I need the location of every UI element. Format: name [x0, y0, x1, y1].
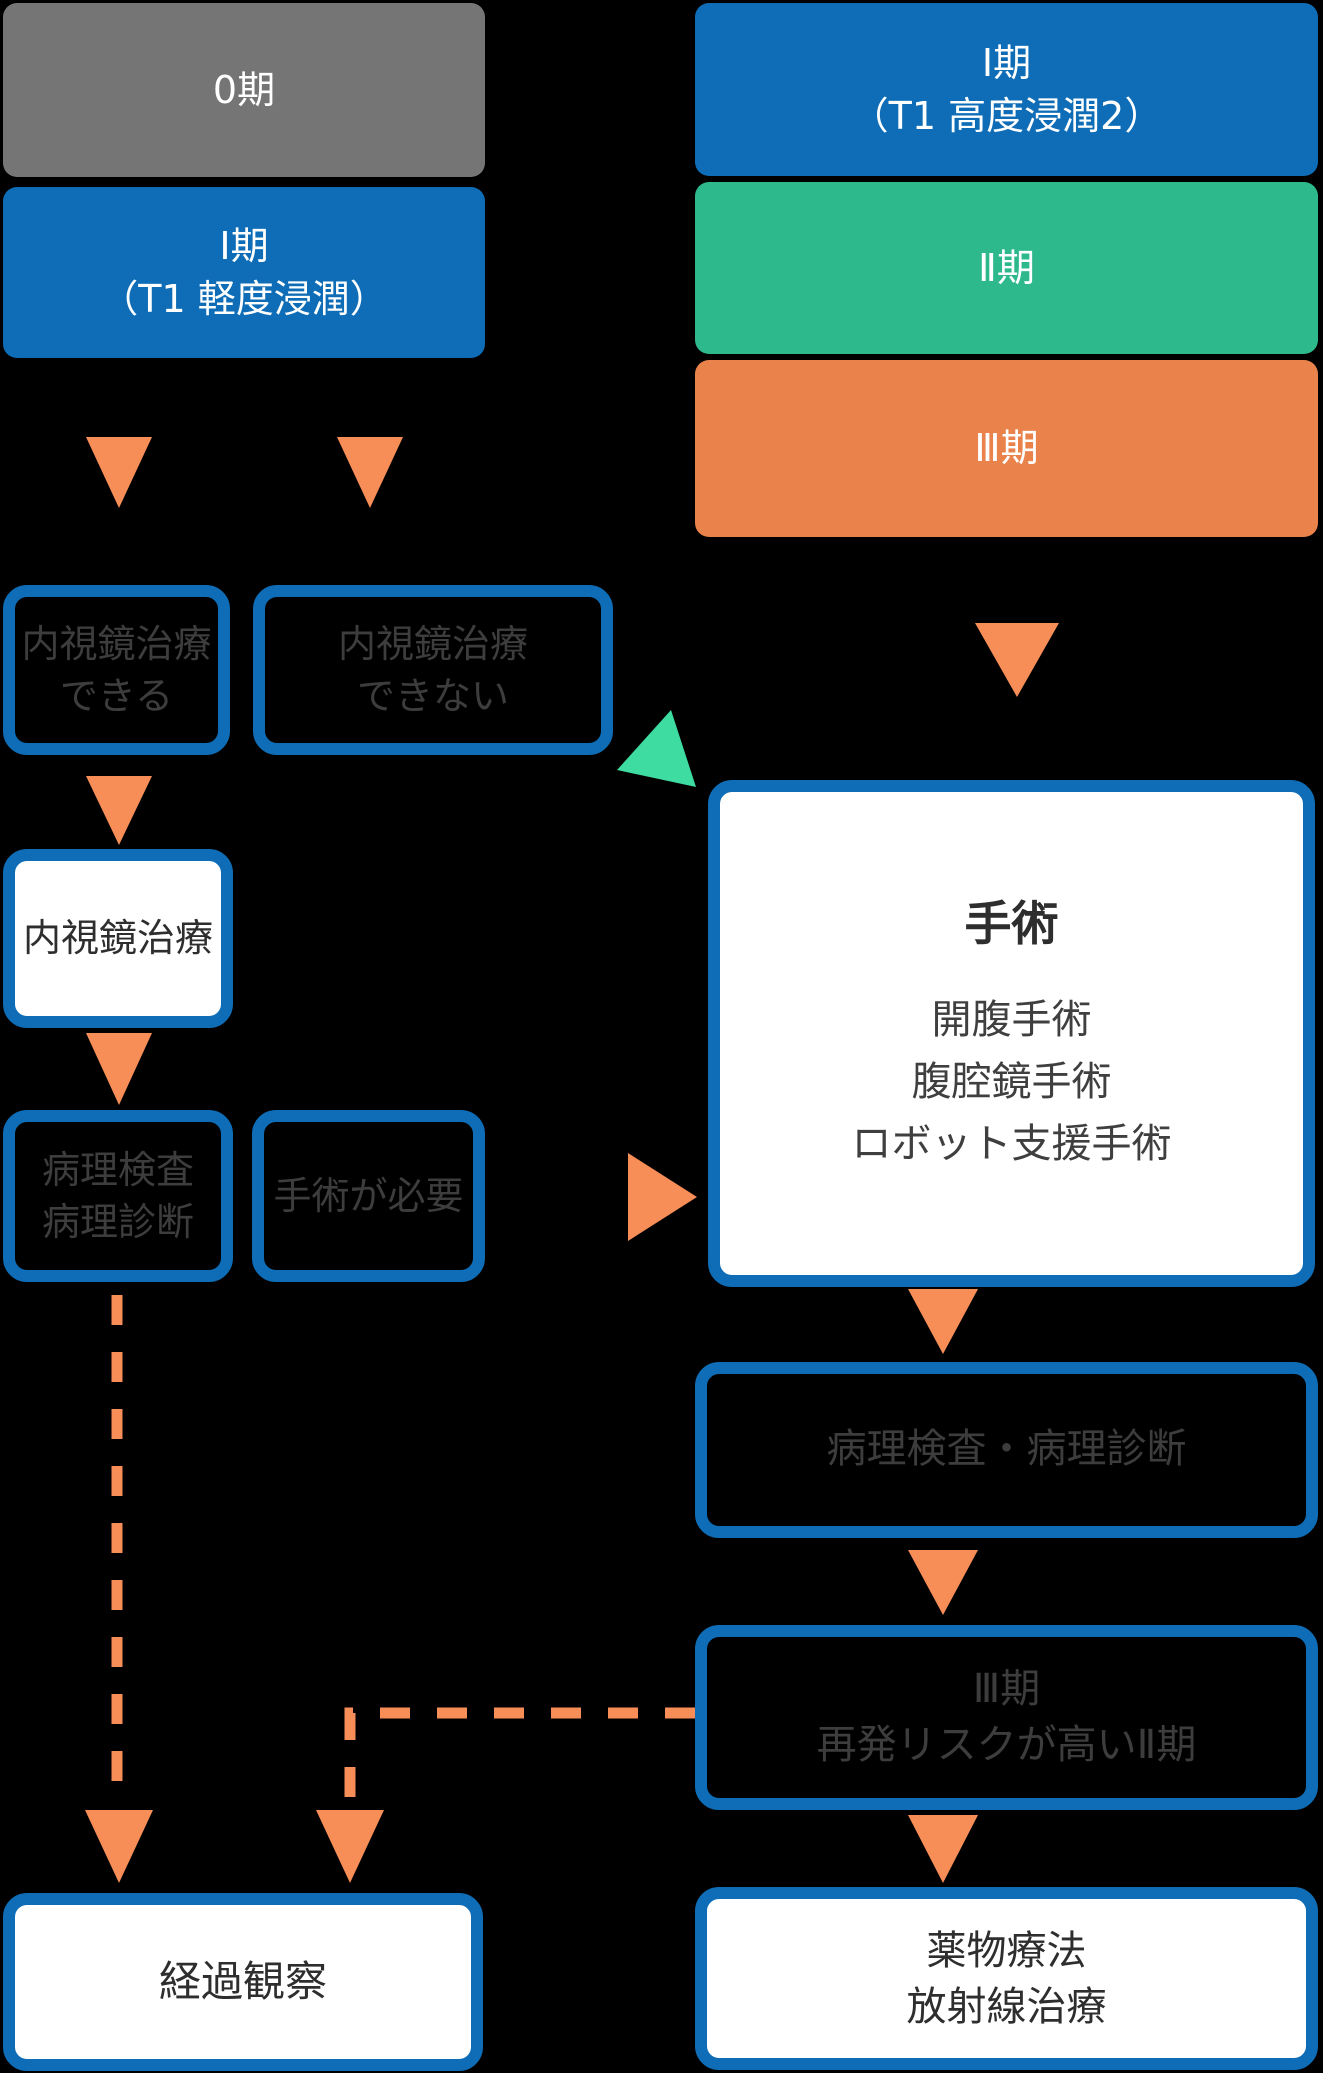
stage-3-label: Ⅲ期	[974, 426, 1039, 471]
drug-radiation-box: 薬物療法 放射線治療	[695, 1887, 1318, 2070]
endoscopic-treatment-label: 内視鏡治療	[22, 915, 213, 960]
stage-1-right-line1: Ⅰ期	[981, 41, 1032, 86]
drug-radiation-line1: 薬物療法	[926, 1927, 1087, 1974]
surgery-needed-label: 手術が必要	[273, 1173, 464, 1218]
arrow-treatment-to-pathology-icon	[86, 1033, 152, 1105]
surgery-needed-box: 手術が必要	[252, 1110, 485, 1282]
endoscopy-not-possible-line2: できない	[356, 674, 509, 718]
arrow-stage3-risk-to-drug-icon	[908, 1815, 978, 1883]
surgery-box: 手術 開腹手術 腹腔鏡手術 ロボット支援手術	[708, 780, 1315, 1287]
endoscopy-possible-line2: できる	[59, 674, 174, 718]
pathology-left-line1: 病理検査	[41, 1147, 194, 1192]
arrow-stage-to-endoscopy-possible-icon	[86, 437, 152, 508]
arrow-surgery-to-pathology-icon	[908, 1289, 978, 1354]
stage-1-left-line2: （T1 軽度浸潤）	[100, 276, 388, 321]
arrow-surgery-needed-to-surgery-icon	[628, 1153, 697, 1241]
stage3-recurrence-box: Ⅲ期 再発リスクが高いⅡ期	[695, 1625, 1318, 1810]
endoscopy-not-possible-line1: 内視鏡治療	[337, 621, 528, 666]
arrow-possible-to-treatment-icon	[86, 776, 152, 845]
stage-1-right-box: Ⅰ期 （T1 高度浸潤2）	[695, 3, 1318, 176]
stage-0-box: 0期	[3, 3, 485, 177]
stage-1-left-box: Ⅰ期 （T1 軽度浸潤）	[3, 187, 485, 358]
pathology-right-box: 病理検査・病理診断	[695, 1362, 1318, 1538]
endoscopy-not-possible-box: 内視鏡治療 できない	[253, 585, 613, 755]
dashed-arrowhead-stage3-risk-to-followup-icon	[316, 1810, 384, 1883]
pathology-left-box: 病理検査 病理診断	[3, 1110, 233, 1282]
surgery-option-laparoscopic: 腹腔鏡手術	[911, 1059, 1112, 1106]
pathology-left-line2: 病理診断	[41, 1200, 194, 1244]
arrow-stages-to-surgery-icon	[975, 623, 1059, 697]
stage3-recurrence-line1: Ⅲ期	[972, 1666, 1041, 1713]
arrow-pathology-to-stage3-risk-icon	[908, 1550, 978, 1615]
arrow-not-possible-to-surgery-icon	[617, 710, 696, 787]
stage-1-right-line2: （T1 高度浸潤2）	[850, 93, 1163, 138]
followup-box: 経過観察	[3, 1893, 483, 2071]
stage3-recurrence-line2: 再発リスクが高いⅡ期	[816, 1721, 1197, 1768]
endoscopic-treatment-box: 内視鏡治療	[3, 849, 233, 1028]
arrow-stage-to-endoscopy-not-possible-icon	[337, 437, 403, 508]
pathology-right-label: 病理検査・病理診断	[826, 1426, 1187, 1473]
stage-0-label: 0期	[212, 67, 276, 112]
stage-2-label: Ⅱ期	[978, 245, 1035, 290]
endoscopy-possible-line1: 内視鏡治療	[21, 621, 212, 666]
endoscopy-possible-box: 内視鏡治療 できる	[3, 585, 230, 755]
stage-1-left-line1: Ⅰ期	[219, 224, 269, 269]
dashed-line-stage3-risk-to-followup	[344, 1707, 695, 1805]
stage-2-box: Ⅱ期	[695, 182, 1318, 354]
surgery-option-open: 開腹手術	[931, 997, 1092, 1044]
surgery-option-robot: ロボット支援手術	[851, 1121, 1172, 1168]
stage-3-box: Ⅲ期	[695, 360, 1318, 537]
followup-label: 経過観察	[158, 1956, 327, 2006]
drug-radiation-line2: 放射線治療	[906, 1983, 1107, 2030]
surgery-title: 手術	[964, 896, 1059, 952]
dashed-arrowhead-pathology-to-followup-icon	[85, 1810, 153, 1883]
